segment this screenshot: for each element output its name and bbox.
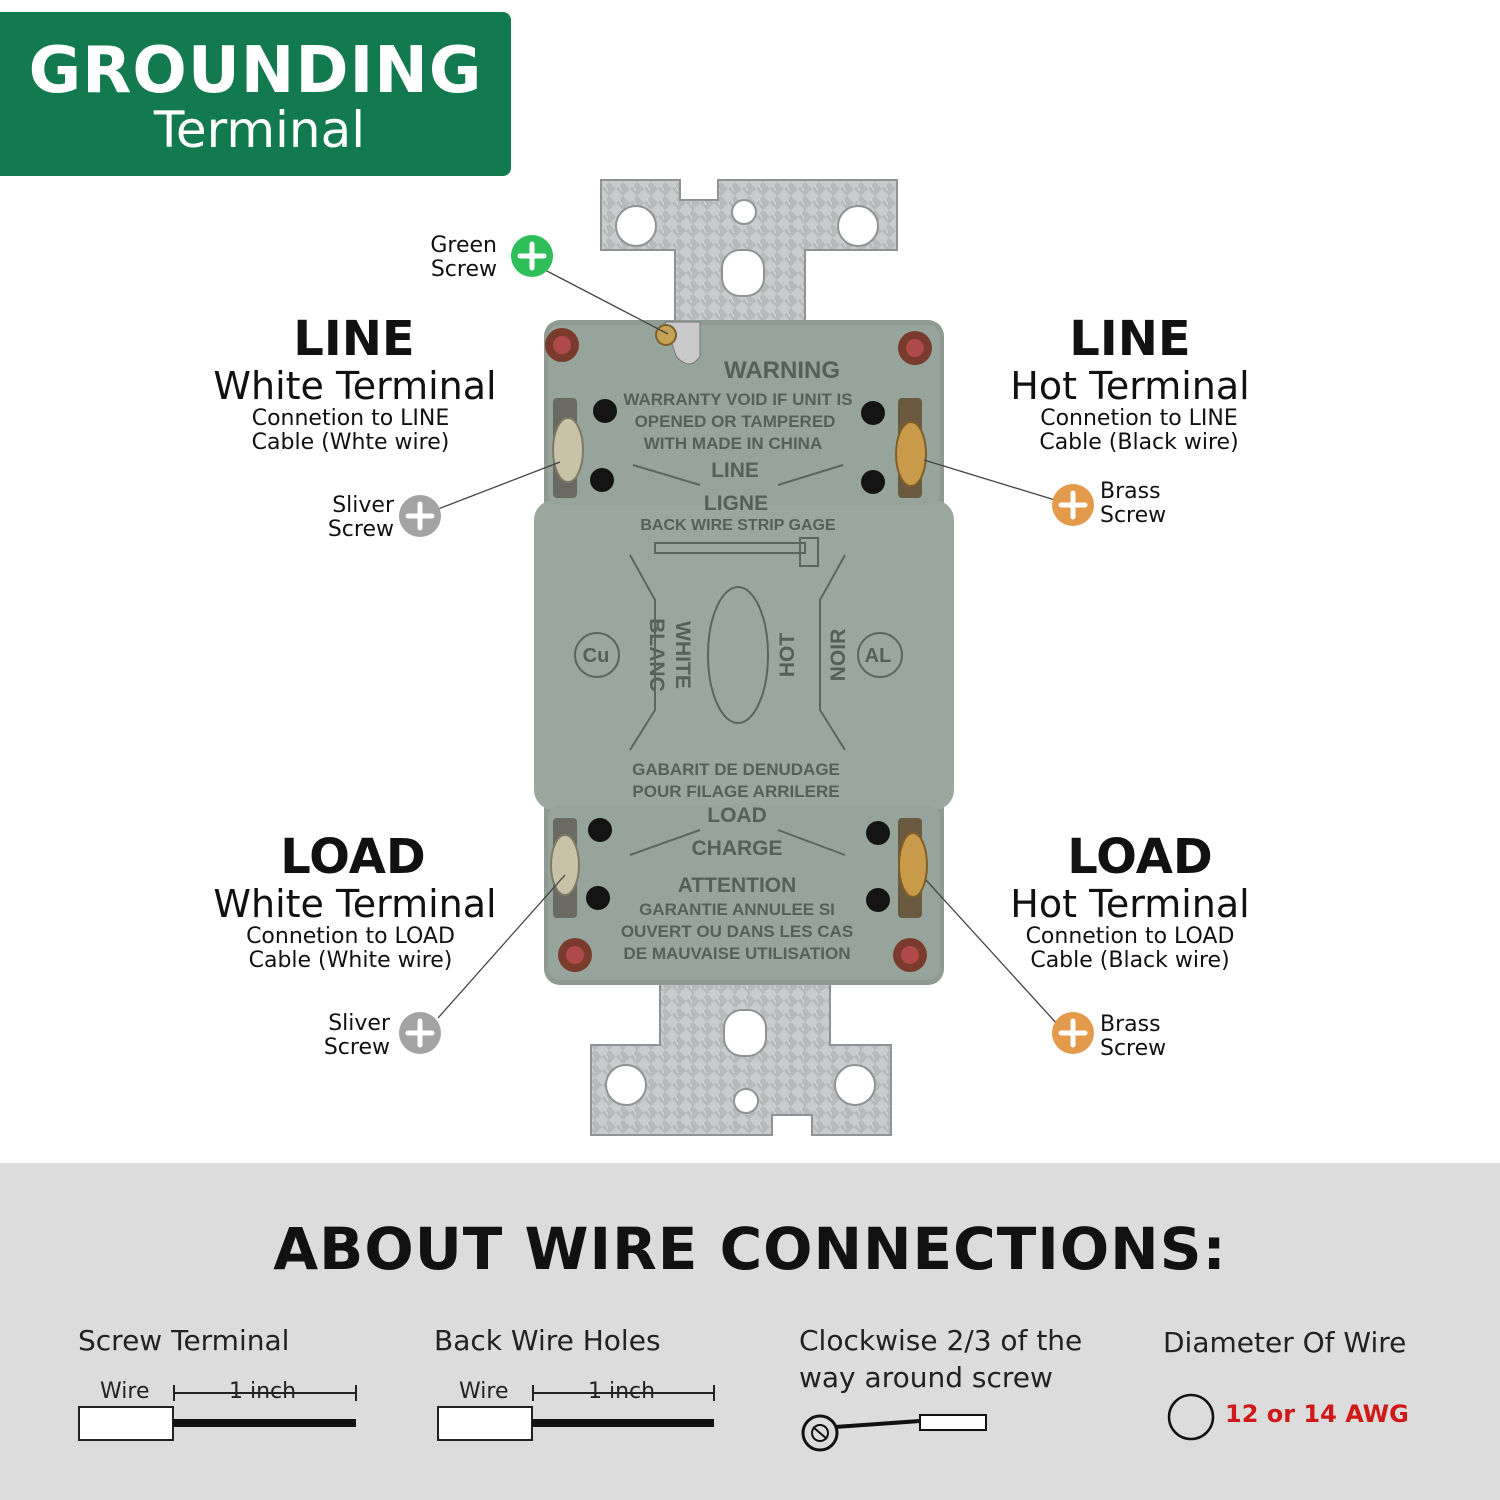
line-white-desc: Connetion to LINE (251, 406, 450, 431)
silver-screw-icon (399, 495, 441, 537)
back-wire-holes (586, 399, 890, 912)
load-hot-terminal-callout: LOAD Hot Terminal Connetion to LOAD Cabl… (980, 831, 1280, 973)
grounding-banner (0, 12, 511, 176)
load-hot-heading: LOAD (1067, 829, 1213, 885)
line-hot-title: Hot Terminal (1010, 364, 1250, 408)
strap-hole (837, 205, 879, 247)
ligne-marking: LIGNE (704, 492, 768, 515)
brass-screw-label-line: Brass Screw (1100, 479, 1167, 528)
screw-terminal-wire-label: Wire (100, 1379, 150, 1404)
outlet-markings: WARNING WARRANTY VOID IF UNIT IS OPENED … (583, 357, 892, 963)
back-wire-wire-label: Wire (459, 1379, 509, 1404)
brass-screw-icon (1052, 484, 1094, 526)
about-section (0, 1163, 1500, 1500)
load-white-desc: Connetion to LOAD (246, 924, 455, 949)
silver-screw-label-load: Sliver Screw (323, 1011, 390, 1060)
line-hot-desc: Connetion to LINE (1040, 406, 1238, 431)
load-white-heading: LOAD (280, 829, 426, 885)
hot-marking: HOT (776, 633, 799, 678)
strap-hole (834, 1064, 876, 1106)
blanc-marking: BLANC (645, 618, 668, 692)
silver-screw-label-line: Sliver Screw (327, 493, 394, 542)
warning-text: WARNING (724, 357, 840, 384)
outlet-body (534, 320, 954, 985)
clockwise-line1: Clockwise 2/3 of the (799, 1324, 1083, 1357)
wire-diagrams (78, 1385, 1215, 1452)
load-white-title: White Terminal (213, 882, 497, 926)
warning-line: WARRANTY VOID IF UNIT IS (623, 390, 852, 409)
cu-marking: Cu (583, 645, 610, 667)
green-screw-icon (511, 235, 553, 277)
line-hot-heading: LINE (1069, 311, 1191, 367)
line-white-title: White Terminal (213, 364, 497, 408)
back-wire-title: Back Wire Holes (434, 1324, 661, 1357)
callout-lines (419, 269, 1059, 1026)
gabarit-line: POUR FILAGE ARRILERE (632, 782, 839, 801)
line-hot-terminal-callout: LINE Hot Terminal Connetion to LINE Cabl… (980, 313, 1280, 455)
strip-gage-text: BACK WIRE STRIP GAGE (640, 517, 836, 534)
attention-line: GARANTIE ANNULEE SI (639, 900, 835, 919)
noir-marking: NOIR (827, 629, 850, 682)
brass-screw-label-load: Brass Screw (1100, 1012, 1167, 1061)
warning-line: WITH MADE IN CHINA (644, 434, 822, 453)
back-wire-holes-wire-diagram (437, 1385, 715, 1441)
load-marking: LOAD (707, 804, 767, 827)
green-screw-label: Green Screw (430, 233, 497, 282)
al-marking: AL (865, 645, 892, 667)
wire-diameter-icon (1167, 1393, 1215, 1441)
strap-hole (605, 1064, 647, 1106)
corner-rivets (545, 328, 932, 972)
load-hot-desc: Connetion to LOAD (1025, 924, 1235, 949)
outlet-diagram: WARNING WARRANTY VOID IF UNIT IS OPENED … (399, 179, 1094, 1136)
line-white-heading: LINE (293, 311, 415, 367)
strap-hole (615, 205, 657, 247)
mounting-strap (590, 179, 898, 1136)
side-screws (550, 324, 928, 918)
screw-terminal-wire-diagram (78, 1385, 357, 1441)
strap-slot (723, 1009, 767, 1057)
load-white-desc: Cable (White wire) (248, 948, 453, 973)
line-marking: LINE (711, 459, 759, 482)
attention-line: DE MAUVAISE UTILISATION (624, 944, 851, 963)
strap-hole (733, 1088, 759, 1114)
line-white-desc: Cable (Whte wire) (251, 430, 450, 455)
screw-terminal-title: Screw Terminal (78, 1324, 290, 1357)
warning-line: OPENED OR TAMPERED (635, 412, 836, 431)
charge-marking: CHARGE (691, 837, 782, 860)
attention-text: ATTENTION (678, 874, 797, 897)
banner-subtitle: Terminal (153, 101, 366, 159)
clockwise-wrap-diagram (801, 1414, 987, 1452)
clockwise-line2: way around screw (799, 1361, 1053, 1394)
strap-slot (721, 249, 765, 297)
outlet-embossed-lines (574, 464, 903, 856)
awg-value: 12 or 14 AWG (1225, 1400, 1409, 1428)
about-title: ABOUT WIRE CONNECTIONS: (273, 1215, 1227, 1283)
brass-screw-icon (1052, 1012, 1094, 1054)
diameter-title: Diameter Of Wire (1163, 1326, 1407, 1359)
load-hot-desc: Cable (Black wire) (1030, 948, 1230, 973)
silver-screw-icon (399, 1012, 441, 1054)
load-white-terminal-callout: LOAD White Terminal Connetion to LOAD Ca… (195, 831, 515, 973)
gabarit-line: GABARIT DE DENUDAGE (632, 760, 840, 779)
attention-line: OUVERT OU DANS LES CAS (621, 922, 853, 941)
strap-hole (731, 199, 757, 225)
line-hot-desc: Cable (Black wire) (1039, 430, 1239, 455)
load-hot-title: Hot Terminal (1010, 882, 1250, 926)
line-white-terminal-callout: LINE White Terminal Connetion to LINE Ca… (195, 313, 515, 455)
white-marking: WHITE (671, 621, 694, 689)
banner-title: GROUNDING (28, 34, 483, 108)
